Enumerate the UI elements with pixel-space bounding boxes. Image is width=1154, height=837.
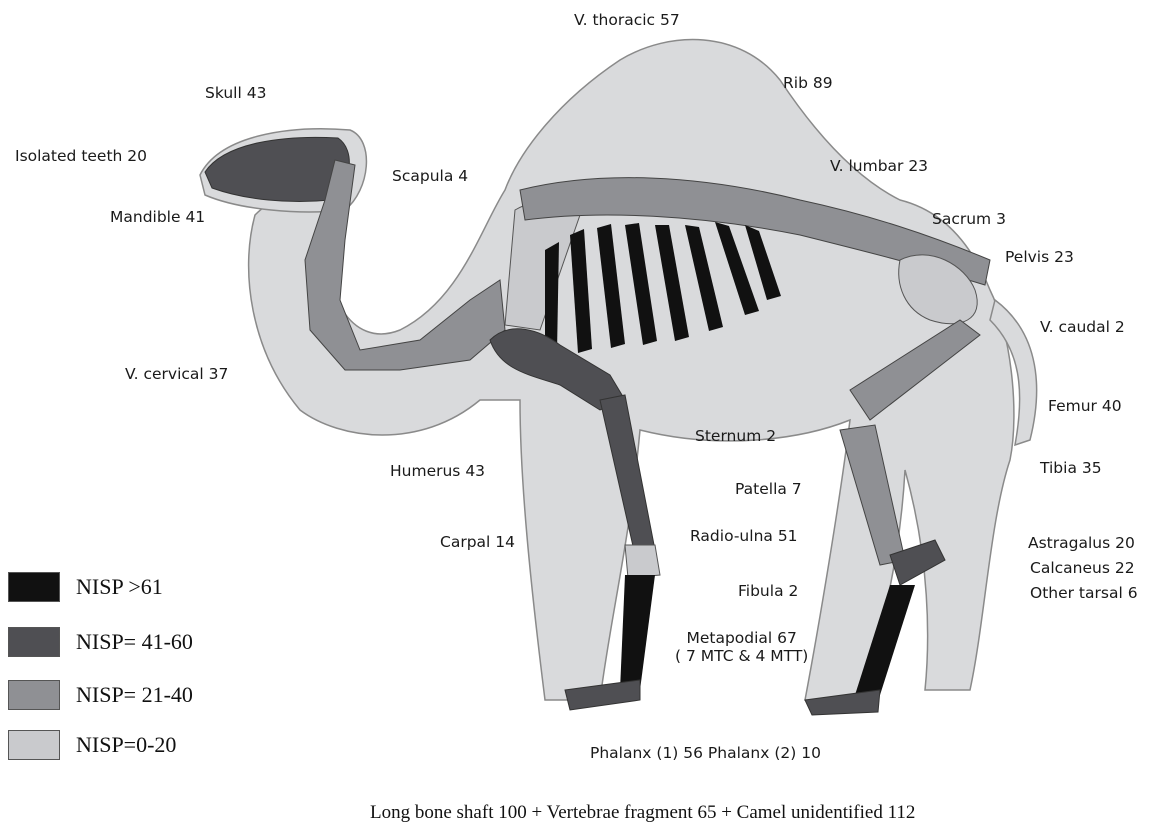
label-metapodial: Metapodial 67 ( 7 MTC & 4 MTT) xyxy=(675,630,808,666)
legend-label: NISP= 41-60 xyxy=(76,629,193,655)
label-tibia: Tibia 35 xyxy=(1040,460,1102,478)
label-femur: Femur 40 xyxy=(1048,398,1122,416)
legend-item: NISP >61 xyxy=(8,572,163,602)
legend-item: NISP=0-20 xyxy=(8,730,176,760)
label-metapodial-count: Metapodial 67 xyxy=(675,630,808,648)
legend-label: NISP=0-20 xyxy=(76,732,176,758)
label-v-lumbar: V. lumbar 23 xyxy=(830,158,928,176)
legend-swatch xyxy=(8,730,60,760)
label-other-tarsal: Other tarsal 6 xyxy=(1030,585,1138,603)
legend-swatch xyxy=(8,627,60,657)
label-radio-ulna: Radio-ulna 51 xyxy=(690,528,798,546)
legend-item: NISP= 21-40 xyxy=(8,680,193,710)
carpal-bones xyxy=(625,545,660,578)
label-v-caudal: V. caudal 2 xyxy=(1040,319,1125,337)
label-fibula: Fibula 2 xyxy=(738,583,798,601)
legend-label: NISP= 21-40 xyxy=(76,682,193,708)
label-sacrum: Sacrum 3 xyxy=(932,211,1006,229)
label-scapula: Scapula 4 xyxy=(392,168,468,186)
label-v-cervical: V. cervical 37 xyxy=(125,366,228,384)
label-astragalus: Astragalus 20 xyxy=(1028,535,1135,553)
legend-swatch xyxy=(8,572,60,602)
label-pelvis: Pelvis 23 xyxy=(1005,249,1074,267)
label-calcaneus: Calcaneus 22 xyxy=(1030,560,1135,578)
label-metapodial-note: ( 7 MTC & 4 MTT) xyxy=(675,648,808,666)
label-phalanx: Phalanx (1) 56 Phalanx (2) 10 xyxy=(590,745,821,763)
label-rib: Rib 89 xyxy=(783,75,833,93)
legend-item: NISP= 41-60 xyxy=(8,627,193,657)
front-metapodial xyxy=(620,575,655,690)
legend-label: NISP >61 xyxy=(76,574,163,600)
label-skull: Skull 43 xyxy=(205,85,266,103)
label-humerus: Humerus 43 xyxy=(390,463,485,481)
label-sternum: Sternum 2 xyxy=(695,428,776,446)
label-carpal: Carpal 14 xyxy=(440,534,515,552)
label-mandible: Mandible 41 xyxy=(110,209,205,227)
label-v-thoracic: V. thoracic 57 xyxy=(574,12,680,30)
label-patella: Patella 7 xyxy=(735,481,802,499)
footnote: Long bone shaft 100 + Vertebrae fragment… xyxy=(370,802,915,824)
legend-swatch xyxy=(8,680,60,710)
label-isolated-teeth: Isolated teeth 20 xyxy=(15,148,147,166)
